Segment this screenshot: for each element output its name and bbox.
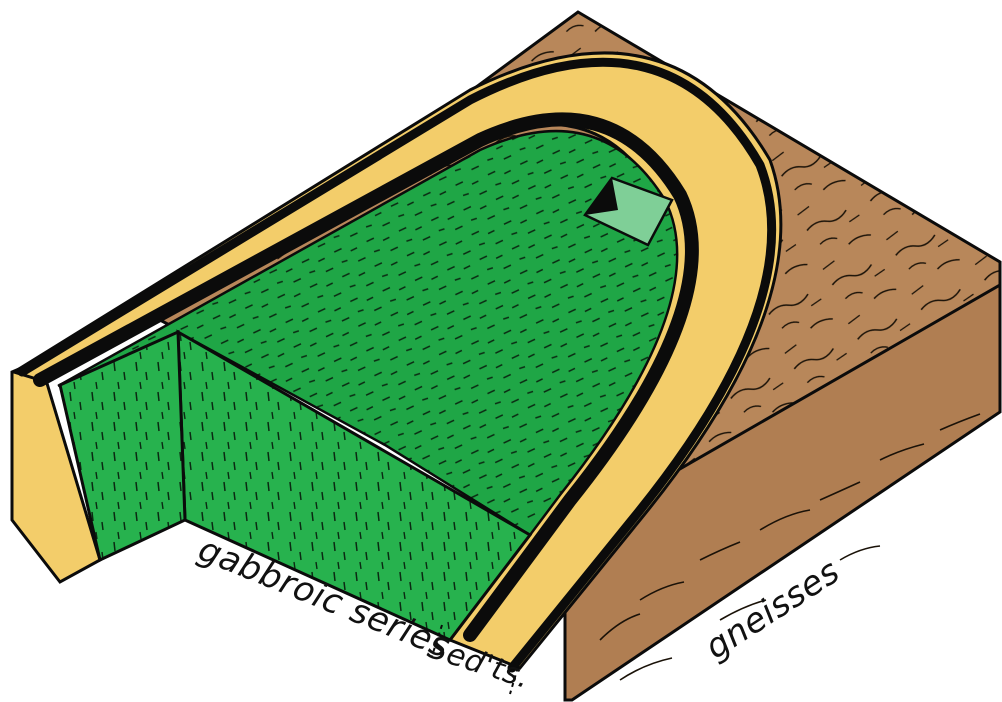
block-diagram: gabbroic series Sed'ts. gneisses (0, 0, 1002, 702)
